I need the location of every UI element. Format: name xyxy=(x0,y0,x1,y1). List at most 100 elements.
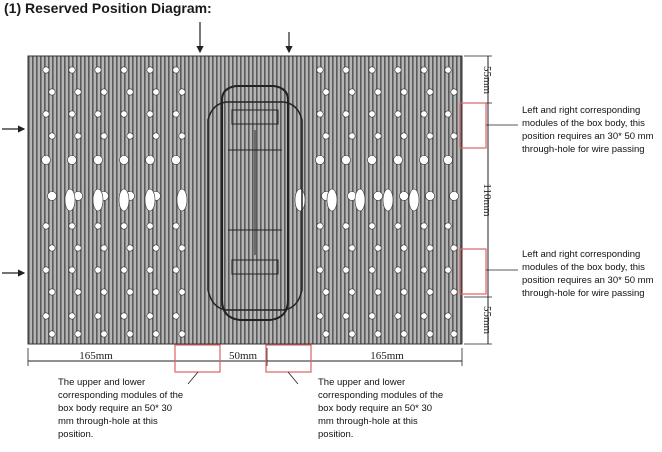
board-hole xyxy=(342,66,350,74)
board-hole xyxy=(48,288,56,296)
center-module-outline xyxy=(207,85,303,321)
board-hole xyxy=(68,312,76,320)
board-hole xyxy=(41,155,51,165)
board-hole xyxy=(394,66,402,74)
board-hole xyxy=(341,155,351,165)
board-hole xyxy=(400,132,408,140)
board-hole xyxy=(322,88,330,96)
board-hole xyxy=(74,244,82,252)
board-hole xyxy=(48,244,56,252)
board-hole xyxy=(425,191,435,201)
board-hole xyxy=(394,222,402,230)
right-marker-lower xyxy=(459,248,487,295)
board-hole xyxy=(48,88,56,96)
board-hole xyxy=(42,266,50,274)
board-slot xyxy=(92,188,104,212)
board-hole xyxy=(342,222,350,230)
board-hole xyxy=(120,110,128,118)
board-hole xyxy=(449,191,459,201)
board-hole xyxy=(172,312,180,320)
board-hole xyxy=(100,330,108,338)
board-hole xyxy=(374,288,382,296)
board-hole xyxy=(374,244,382,252)
board-hole xyxy=(172,66,180,74)
board-hole xyxy=(426,288,434,296)
board-hole xyxy=(94,266,102,274)
board-hole xyxy=(316,266,324,274)
board-hole xyxy=(94,110,102,118)
board-hole xyxy=(94,66,102,74)
board-hole xyxy=(348,88,356,96)
board-hole xyxy=(42,312,50,320)
board-hole xyxy=(368,110,376,118)
board-hole xyxy=(443,155,453,165)
board-hole xyxy=(348,330,356,338)
board-hole xyxy=(399,191,409,201)
board-hole xyxy=(368,266,376,274)
board-hole xyxy=(394,110,402,118)
board-hole xyxy=(172,110,180,118)
board-slot xyxy=(176,188,188,212)
board-hole xyxy=(100,88,108,96)
leader-bottom-right xyxy=(287,371,299,385)
board-hole xyxy=(316,66,324,74)
board-hole xyxy=(315,155,325,165)
board-slot xyxy=(382,188,394,212)
board-hole xyxy=(400,244,408,252)
board-hole xyxy=(68,222,76,230)
board-hole xyxy=(146,312,154,320)
board-hole xyxy=(393,155,403,165)
board-hole xyxy=(100,132,108,140)
board-hole xyxy=(94,222,102,230)
board-hole xyxy=(146,110,154,118)
board-hole xyxy=(400,330,408,338)
board-hole xyxy=(152,88,160,96)
board-hole xyxy=(119,155,129,165)
board-hole xyxy=(48,132,56,140)
note-bottom-left: The upper and lower corresponding module… xyxy=(58,377,184,440)
board-hole xyxy=(171,155,181,165)
diagram-title: (1) Reserved Position Diagram: xyxy=(4,0,212,16)
board-hole xyxy=(420,312,428,320)
board-hole xyxy=(152,132,160,140)
board-hole xyxy=(342,266,350,274)
leader-bottom-left xyxy=(187,371,199,385)
board-hole xyxy=(47,191,57,201)
board-hole xyxy=(419,155,429,165)
board-hole xyxy=(322,288,330,296)
board-hole xyxy=(374,330,382,338)
board-hole xyxy=(420,110,428,118)
board-hole xyxy=(444,222,452,230)
bottom-marker-right xyxy=(265,344,312,373)
board-slot xyxy=(326,188,338,212)
dim-bottom-right: 165mm xyxy=(370,350,404,362)
board-hole xyxy=(420,266,428,274)
board-hole xyxy=(74,88,82,96)
board-hole xyxy=(450,288,458,296)
board-slot xyxy=(64,188,76,212)
board-hole xyxy=(444,266,452,274)
board-hole xyxy=(152,330,160,338)
board-hole xyxy=(400,288,408,296)
board-hole xyxy=(126,288,134,296)
board-hole xyxy=(126,244,134,252)
board-hole xyxy=(178,288,186,296)
board-hole xyxy=(450,88,458,96)
board-slot xyxy=(354,188,366,212)
board-hole xyxy=(145,155,155,165)
board-hole xyxy=(120,222,128,230)
board-slot xyxy=(408,188,420,212)
board-hole xyxy=(322,330,330,338)
board-hole xyxy=(94,312,102,320)
board-hole xyxy=(368,312,376,320)
note-bottom-right: The upper and lower corresponding module… xyxy=(318,377,444,440)
board-hole xyxy=(152,244,160,252)
dim-right-bottom: 55mm xyxy=(481,306,493,335)
board-hole xyxy=(444,110,452,118)
board-hole xyxy=(74,288,82,296)
board-hole xyxy=(426,330,434,338)
board-hole xyxy=(100,288,108,296)
board-hole xyxy=(316,222,324,230)
board-hole xyxy=(120,266,128,274)
board-hole xyxy=(444,312,452,320)
